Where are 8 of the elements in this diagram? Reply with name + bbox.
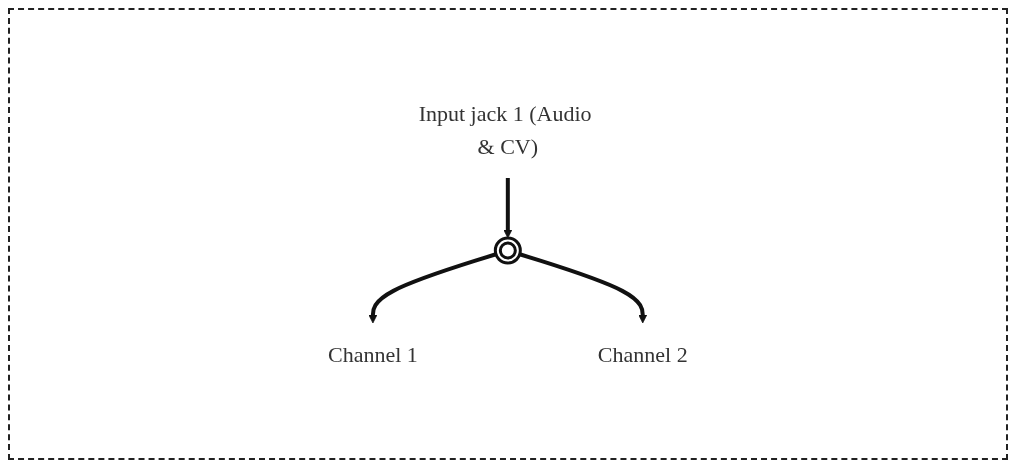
node-circle — [494, 236, 522, 265]
node-text: Channel 2 — [598, 342, 688, 367]
arrow — [519, 252, 648, 324]
arrow — [368, 252, 497, 324]
node-text: Channel 1 — [328, 342, 418, 367]
node-text: Input jack 1 (Audio & CV) — [418, 101, 592, 159]
dashed-frame: Input jack 1 (Audio & CV) Channel 1 Channel 2 — [8, 8, 1008, 460]
arrow — [503, 178, 513, 239]
